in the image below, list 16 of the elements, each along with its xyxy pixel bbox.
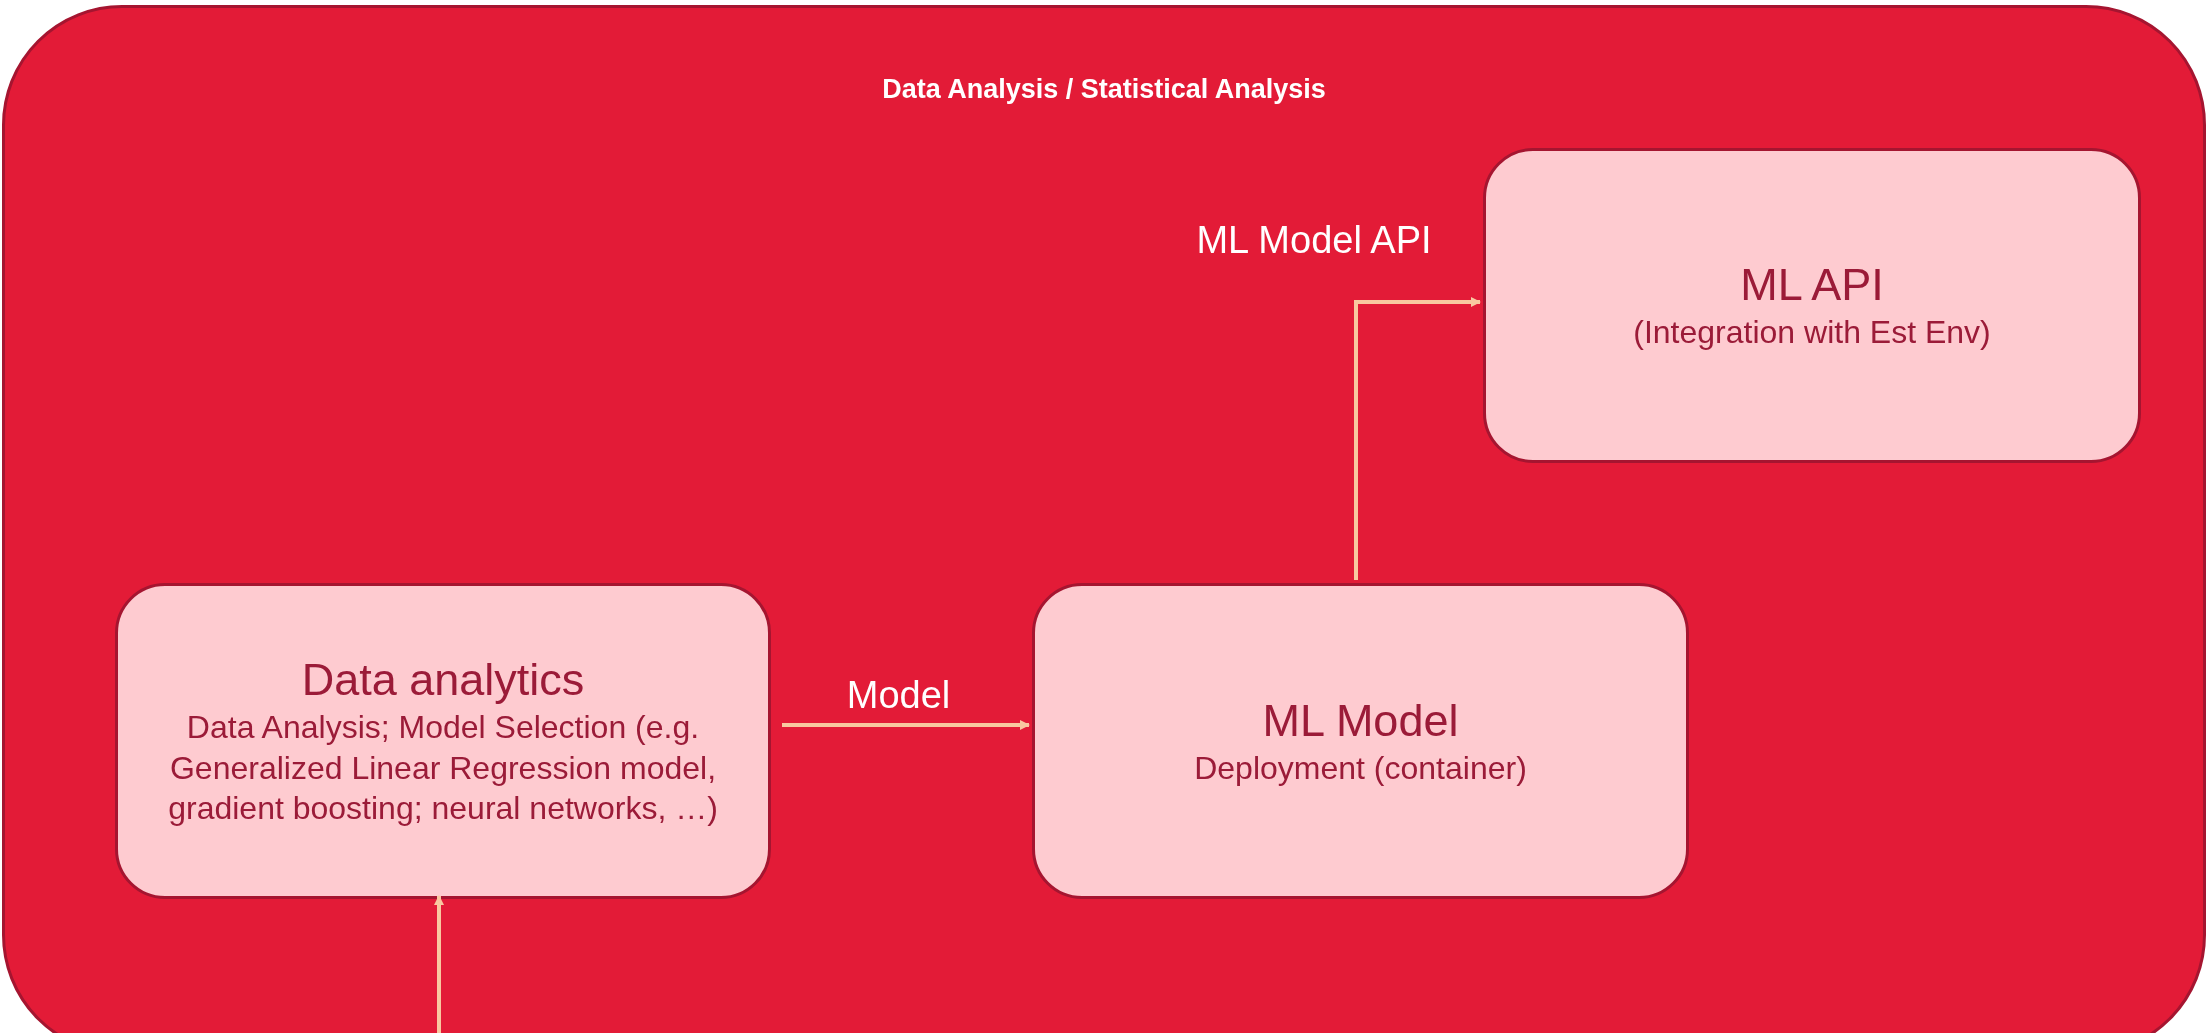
box-title: ML Model [1262, 693, 1459, 748]
process-box [1032, 583, 1689, 899]
arrow [782, 720, 1030, 730]
box-description: Data Analysis; Model Selection (e.g. Generalized Linear Regression model, gradient boosting; neural networks, …) [167, 707, 719, 829]
process-box [115, 583, 771, 899]
arrow [434, 895, 444, 1033]
box-description: (Integration with Est Env) [1633, 313, 1991, 352]
arrow [1354, 297, 1481, 580]
box-title: ML API [1740, 258, 1884, 312]
panel-title: Data Analysis / Statistical Analysis [881, 74, 1327, 105]
edge-label: ML Model API [1196, 219, 1432, 262]
group-panel [2, 5, 2206, 1033]
box-title: Data analytics [301, 652, 585, 707]
process-box [1483, 148, 2141, 463]
box-description: Deployment (container) [1194, 748, 1527, 788]
edge-label: Model [846, 674, 951, 717]
